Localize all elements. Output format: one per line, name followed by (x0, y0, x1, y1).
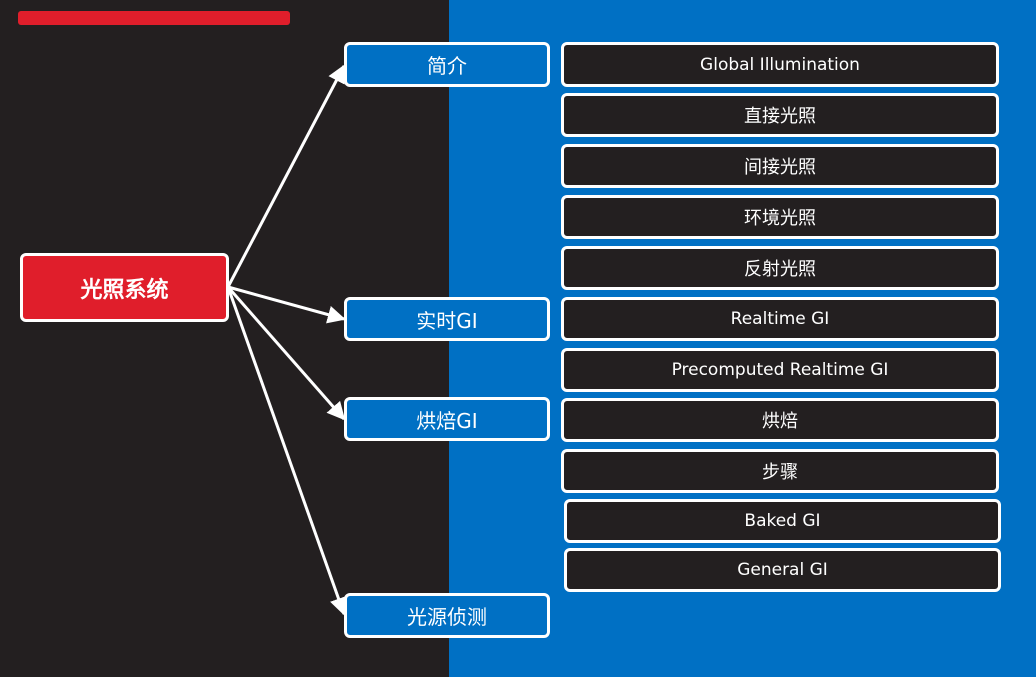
branch-node-label: 简介 (427, 54, 467, 78)
leaf-node-steps: 步骤 (561, 449, 999, 493)
leaf-node-baking: 烘焙 (561, 398, 999, 442)
arrow-to-intro (226, 64, 346, 288)
leaf-node-general-gi: General GI (564, 548, 1001, 592)
leaf-node-label: 烘焙 (762, 411, 798, 432)
root-node-label: 光照系统 (80, 277, 169, 303)
leaf-node-precomputed-realtime-gi: Precomputed Realtime GI (561, 348, 999, 392)
root-node-lighting-system: 光照系统 (20, 253, 229, 322)
leaf-node-label: Baked GI (744, 511, 821, 531)
branch-node-light-probe: 光源侦测 (344, 593, 550, 638)
leaf-node-direct-lighting: 直接光照 (561, 93, 999, 137)
leaf-node-label: Global Illumination (700, 54, 860, 75)
arrow-to-realtime-gi (227, 285, 346, 324)
branch-node-label: 烘焙GI (416, 408, 478, 433)
leaf-node-label: 直接光照 (744, 106, 816, 127)
leaf-node-baked-gi: Baked GI (564, 499, 1001, 543)
arrow-to-baked-gi (226, 286, 346, 421)
branch-node-baked-gi: 烘焙GI (344, 397, 550, 441)
title-accent-bar (18, 11, 290, 25)
leaf-node-label: Precomputed Realtime GI (671, 360, 889, 380)
leaf-node-label: General GI (737, 560, 828, 580)
branch-node-realtime-gi: 实时GI (344, 297, 550, 341)
leaf-node-label: 步骤 (762, 462, 798, 483)
leaf-node-label: 反射光照 (744, 259, 816, 280)
leaf-node-label: Realtime GI (730, 309, 830, 329)
arrow-to-light-probe (226, 286, 348, 616)
leaf-node-indirect-lighting: 间接光照 (561, 144, 999, 188)
branch-node-label: 实时GI (416, 308, 478, 333)
leaf-node-realtime-gi: Realtime GI (561, 297, 999, 341)
branch-node-label: 光源侦测 (407, 605, 487, 629)
branch-node-intro: 简介 (344, 42, 550, 87)
leaf-node-ambient-lighting: 环境光照 (561, 195, 999, 239)
leaf-node-reflection-lighting: 反射光照 (561, 246, 999, 290)
leaf-node-label: 环境光照 (744, 208, 816, 229)
leaf-node-global-illumination: Global Illumination (561, 42, 999, 87)
leaf-node-label: 间接光照 (744, 157, 816, 178)
